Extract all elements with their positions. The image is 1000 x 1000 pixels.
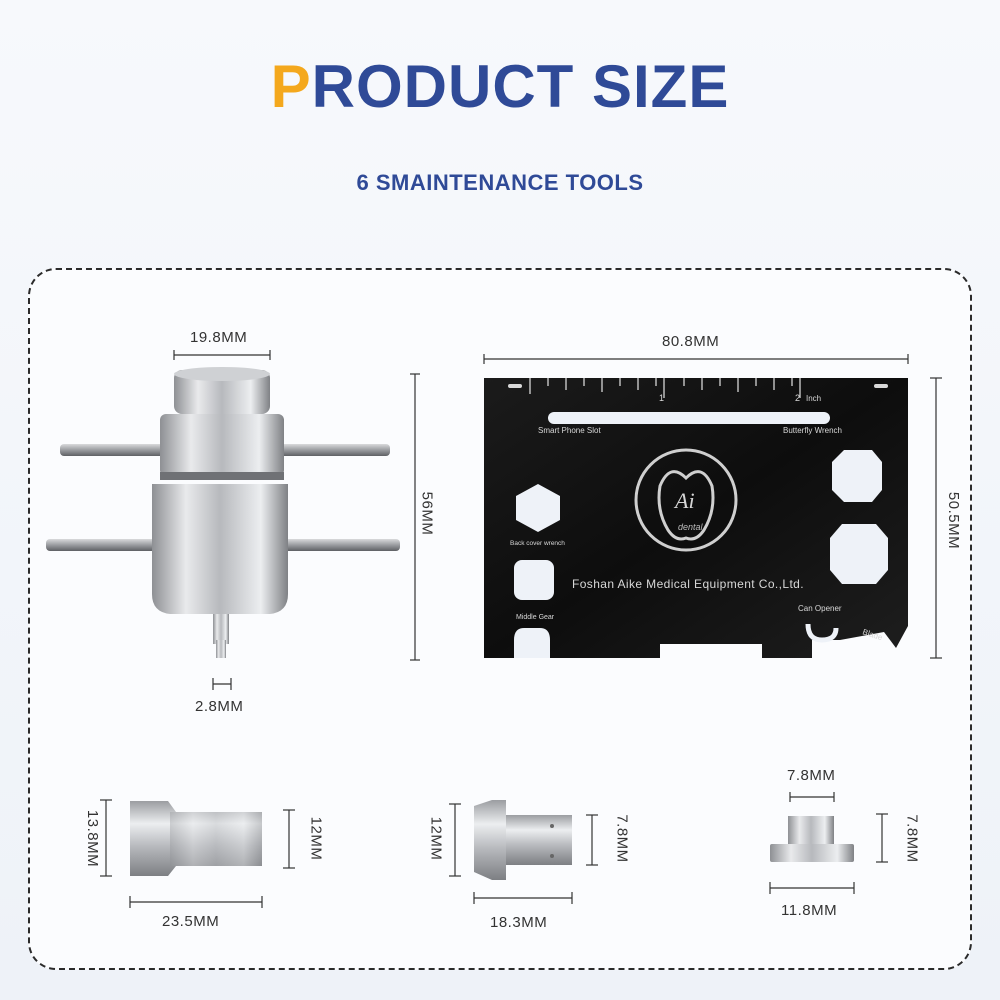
extractor-height-label: 56MM — [418, 491, 436, 536]
ruler-label-2: 2 — [795, 393, 800, 403]
collet-diameter-left-label: 13.8MM — [84, 809, 102, 868]
extractor-width-label: 19.8MM — [190, 329, 248, 346]
title-rest: RODUCT SIZE — [311, 53, 730, 120]
collet-diameter-right-label: 12MM — [307, 816, 325, 861]
chuck-diameter-right-label: 7.8MM — [613, 814, 631, 863]
chuck-tool — [474, 800, 572, 880]
title-first-letter: P — [270, 53, 312, 120]
page-title: PRODUCT SIZE — [0, 52, 1000, 121]
card-dim-lines — [483, 354, 942, 659]
bushing-height-label: 7.8MM — [903, 814, 921, 863]
card-logo-sub: dental — [678, 522, 704, 532]
card-height-label: 50.5MM — [945, 491, 963, 550]
can-opener-label: Can Opener — [798, 604, 842, 613]
bushing-top-label: 7.8MM — [787, 767, 836, 784]
extractor-pin-label: 2.8MM — [195, 698, 244, 715]
smart-phone-slot-label: Smart Phone Slot — [538, 426, 601, 435]
page-subtitle: 6 SMAINTENANCE TOOLS — [356, 170, 644, 195]
chuck-dim-lines — [449, 803, 598, 904]
ruler-label-1: 1 — [659, 393, 664, 403]
extractor-dim-lines — [173, 350, 420, 690]
bushing-base-label: 11.8MM — [781, 902, 838, 919]
collet-dim-lines — [100, 799, 295, 908]
butterfly-wrench-label: Butterfly Wrench — [783, 426, 842, 435]
card-width-label: 80.8MM — [662, 333, 720, 350]
collet-length-label: 23.5MM — [162, 913, 220, 930]
card-logo-text: Ai — [673, 488, 695, 513]
chuck-length-label: 18.3MM — [490, 914, 548, 931]
bushing-tool — [770, 816, 854, 862]
chuck-diameter-left-label: 12MM — [427, 816, 445, 861]
bushing-dim-lines — [769, 792, 888, 894]
middle-gear-label: Middle Gear — [516, 614, 555, 621]
ruler-unit: Inch — [806, 394, 821, 403]
multi-tool-card: Ai dental 1 2 Inch Smart Phone Slot Butt… — [484, 378, 908, 658]
extractor-tool — [46, 367, 400, 658]
back-cover-wrench-label: Back cover wrench — [510, 540, 565, 547]
company-name: Foshan Aike Medical Equipment Co.,Ltd. — [572, 577, 804, 591]
collet-tool — [130, 801, 262, 876]
